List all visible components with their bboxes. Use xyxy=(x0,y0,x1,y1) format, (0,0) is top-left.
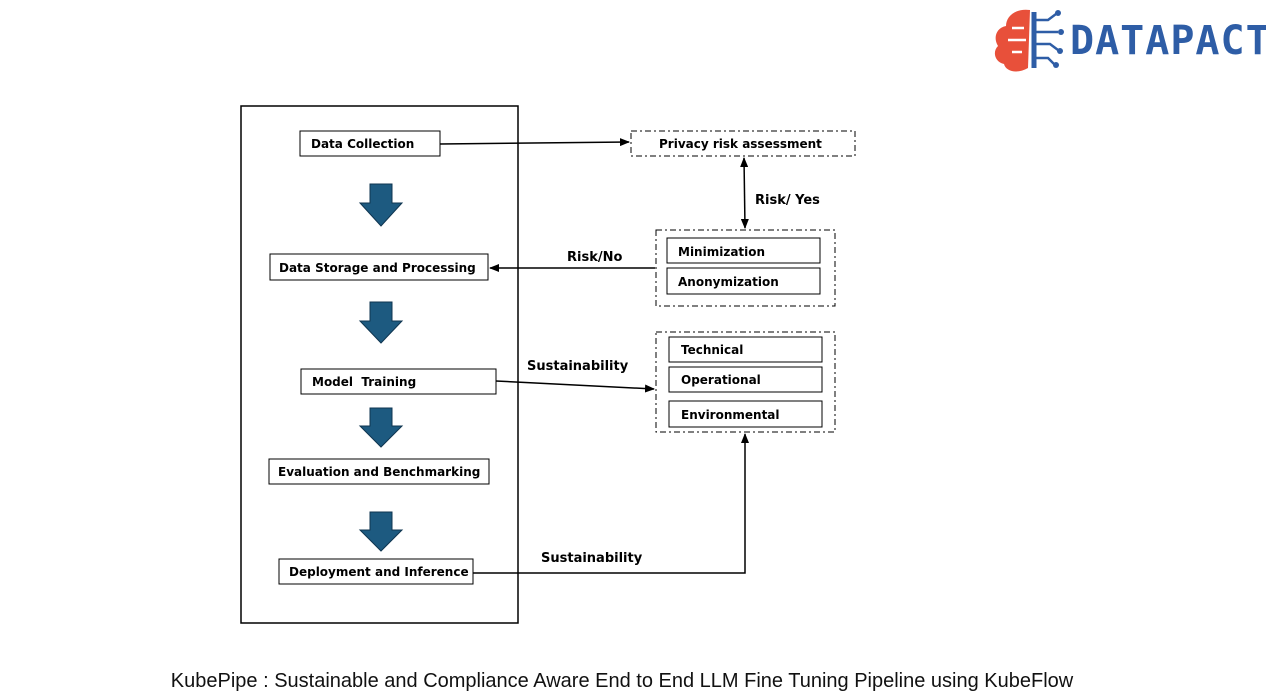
sustainability-dimension-label: Operational xyxy=(681,373,761,387)
edge-deployment-to-sustainability xyxy=(473,433,749,574)
stage-label: Model Training xyxy=(312,375,416,389)
flow-arrow-down-icon xyxy=(358,407,404,448)
edge-label-sustainability-training: Sustainability xyxy=(527,359,629,374)
edge-label-risk-yes: Risk/ Yes xyxy=(755,193,820,208)
sustainability-group: Technical Operational Environmental xyxy=(655,331,836,433)
flow-arrow-down-icon xyxy=(358,183,404,227)
stage-label: Deployment and Inference xyxy=(289,565,469,579)
edge-training-to-sustainability xyxy=(495,380,655,393)
edge-label-sustainability-deployment: Sustainability xyxy=(541,551,643,566)
datapact-logo: DATAPACT xyxy=(994,9,1266,72)
privacy-assessment: Privacy risk assessment xyxy=(630,130,856,157)
pipeline-container xyxy=(240,105,519,624)
figure-caption: KubePipe : Sustainable and Compliance Aw… xyxy=(171,670,1074,692)
stage-data-collection: Data Collection xyxy=(299,130,441,157)
flow-arrow-down-icon xyxy=(358,511,404,552)
sustainability-dimension-label: Technical xyxy=(681,343,743,357)
stage-label: Data Storage and Processing xyxy=(279,261,476,275)
sustainability-dimension-label: Environmental xyxy=(681,408,780,422)
edge-label-risk-no: Risk/No xyxy=(567,250,622,265)
stage-model-training: Model Training xyxy=(300,368,497,395)
flow-arrows xyxy=(358,183,404,552)
flow-arrow-down-icon xyxy=(358,301,404,344)
edge-collection-to-assessment xyxy=(439,138,630,147)
privacy-measure-label: Minimization xyxy=(678,245,765,259)
privacy-assessment-label: Privacy risk assessment xyxy=(659,137,822,151)
stage-label: Evaluation and Benchmarking xyxy=(278,465,480,479)
brand-name: DATAPACT xyxy=(1070,18,1266,64)
privacy-measures-group: Minimization Anonymization xyxy=(655,229,836,307)
stage-evaluation: Evaluation and Benchmarking xyxy=(268,458,490,485)
brain-circuit-icon xyxy=(994,9,1064,72)
edge-assessment-measures xyxy=(740,157,749,229)
stage-label: Data Collection xyxy=(311,137,414,151)
stage-deployment: Deployment and Inference xyxy=(278,558,474,585)
privacy-measure-label: Anonymization xyxy=(678,275,779,289)
stage-data-storage: Data Storage and Processing xyxy=(269,253,489,281)
